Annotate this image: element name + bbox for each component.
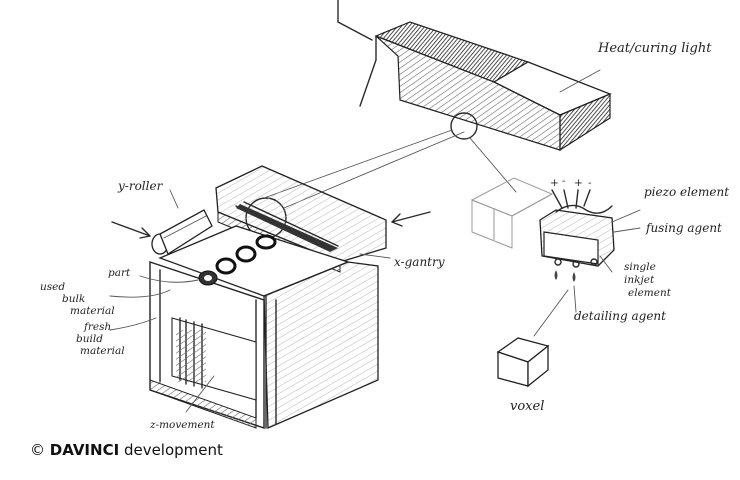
label-detailing-agent: detailing agent	[574, 309, 666, 323]
label-heat-curing-light: Heat/curing light	[597, 41, 712, 56]
polarity-4: -	[588, 177, 592, 189]
label-x-gantry: x-gantry	[394, 255, 445, 269]
label-used-line3: material	[70, 305, 115, 317]
label-piezo-element: piezo element	[644, 185, 729, 199]
label-fresh-line2: build	[76, 333, 103, 345]
label-part: part	[108, 267, 131, 279]
label-voxel: voxel	[510, 399, 544, 414]
polarity-3: +	[574, 177, 583, 189]
label-z-movement: z-movement	[149, 419, 215, 431]
label-used-line2: bulk	[62, 293, 85, 305]
copyright-notice: © DAVINCI development	[30, 441, 223, 459]
label-inkjet-line1: single	[624, 261, 656, 273]
heat-curing-light	[337, 0, 612, 152]
label-inkjet-line3: element	[628, 287, 672, 299]
leader-lines	[109, 189, 391, 413]
label-used-line1: used	[40, 281, 65, 293]
label-y-roller: y-roller	[117, 179, 164, 193]
label-fresh-line1: fresh	[83, 321, 111, 333]
copyright-symbol: ©	[30, 441, 45, 459]
label-inkjet-line2: inkjet	[624, 274, 655, 286]
polarity-1: +	[550, 177, 559, 189]
voxel-cube	[496, 289, 569, 388]
label-fusing-agent: fusing agent	[645, 221, 722, 235]
copyright-brand: DAVINCI	[49, 441, 120, 459]
voxel-blocks	[470, 177, 554, 249]
inkjet-element	[539, 189, 641, 313]
printer-body	[111, 165, 431, 429]
polarity-2: -	[562, 175, 566, 187]
label-fresh-line3: material	[80, 345, 125, 357]
copyright-rest: development	[123, 441, 223, 459]
